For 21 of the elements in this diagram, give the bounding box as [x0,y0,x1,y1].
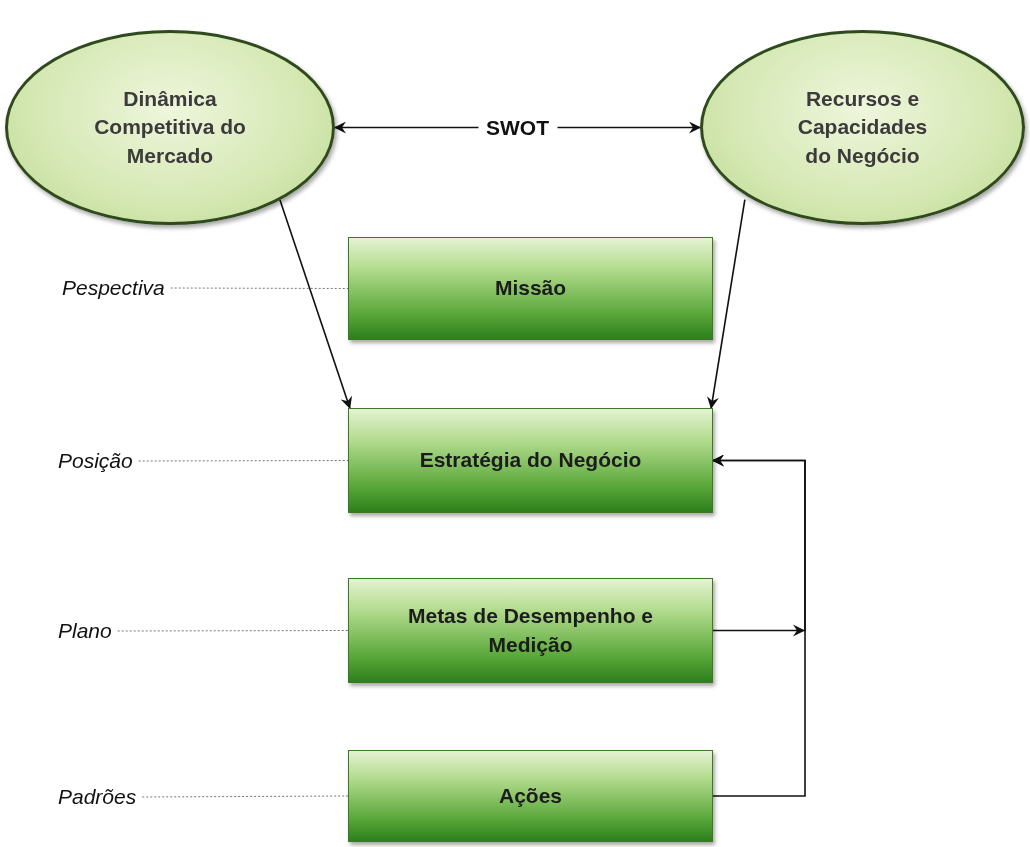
side-label-text: Pespectiva [62,276,165,300]
arrow [712,454,806,797]
arrow [279,198,352,409]
leader-line [141,795,349,798]
process-box [348,408,713,513]
side-label-text: Padrões [58,785,137,809]
side-label-text: Plano [58,619,112,643]
side-label-text: Posição [58,449,133,473]
node-label: Ações [498,782,563,809]
leader-line [170,287,349,289]
node-label: Metas de Desempenho e Medição [406,603,655,658]
process-box [348,750,713,842]
process-box [348,578,713,683]
process-box [348,237,713,340]
arrow [707,198,746,409]
node-label: Recursos e Capacidades do Negócio [796,86,929,169]
node-label: Estratégia do Negócio [418,447,643,474]
leader-line [117,630,349,632]
node-label: Dinâmica Competitiva do Mercado [93,86,247,169]
leader-line [138,460,349,462]
node-label: Missão [493,275,568,302]
